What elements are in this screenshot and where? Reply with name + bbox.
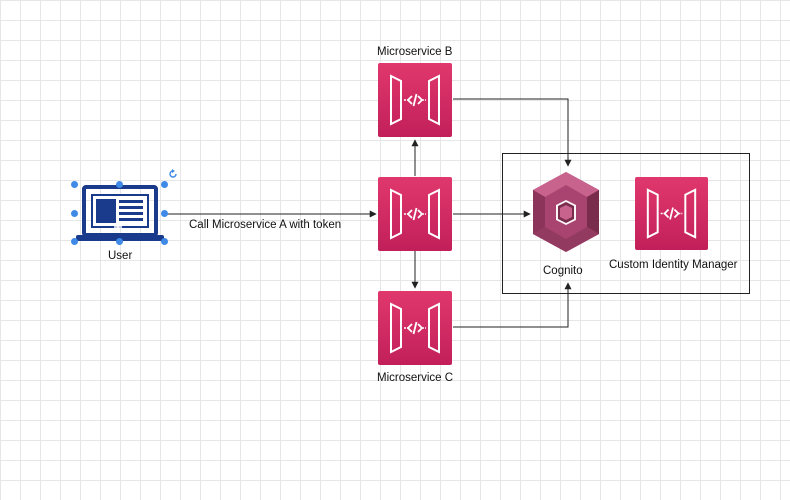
selection-handle[interactable] — [161, 210, 168, 217]
laptop-icon — [76, 185, 164, 241]
cognito-label: Cognito — [543, 265, 583, 277]
cognito-node[interactable] — [527, 170, 605, 254]
microservice-c-node[interactable] — [378, 291, 452, 365]
user-node[interactable] — [74, 183, 166, 245]
selection-handle[interactable] — [71, 210, 78, 217]
api-gateway-icon — [390, 188, 440, 240]
selection-handle[interactable] — [71, 181, 78, 188]
selection-handle[interactable] — [161, 238, 168, 245]
selection-handle[interactable] — [71, 238, 78, 245]
custom-identity-manager-label: Custom Identity Manager — [609, 259, 738, 271]
microservice-a-node[interactable] — [378, 177, 452, 251]
edge-label-user-to-a: Call Microservice A with token — [189, 219, 342, 231]
microservice-c-label: Microservice C — [377, 372, 454, 384]
user-label: User — [108, 250, 133, 262]
api-gateway-icon — [646, 188, 697, 239]
microservice-b-label: Microservice B — [377, 46, 453, 58]
custom-identity-manager-node[interactable] — [635, 177, 708, 250]
cognito-icon — [533, 172, 599, 252]
selection-handle[interactable] — [116, 238, 123, 245]
api-gateway-icon — [390, 302, 440, 354]
identity-group-box[interactable] — [502, 153, 750, 294]
microservice-b-node[interactable] — [378, 63, 452, 137]
api-gateway-icon — [390, 74, 440, 126]
selection-handle[interactable] — [116, 181, 123, 188]
rotate-handle-icon[interactable] — [168, 169, 178, 179]
selection-handle[interactable] — [161, 181, 168, 188]
